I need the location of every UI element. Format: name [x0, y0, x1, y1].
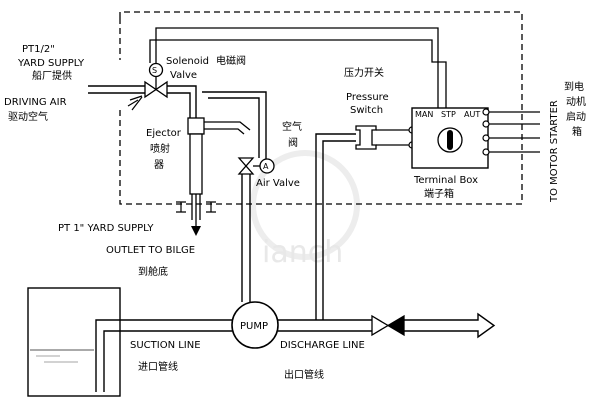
solenoid-symbol: S: [152, 66, 157, 75]
label-air-valve: Air Valve: [256, 178, 300, 189]
pump-air-line: [241, 173, 251, 302]
air-valve: A: [237, 157, 275, 175]
label-to-starter-cn-1: 到电: [564, 80, 584, 93]
label-suction-line: SUCTION LINE: [130, 340, 201, 351]
label-driving-air-cn: 驱动空气: [8, 110, 48, 123]
bilge-tank: [27, 287, 121, 397]
label-discharge-line: DISCHARGE LINE: [280, 340, 365, 351]
diagram-labels: PT1/2" YARD SUPPLY 船厂提供 DRIVING AIR 驱动空气…: [4, 44, 586, 381]
watermark: ianch: [250, 150, 360, 270]
label-outlet-bilge-cn: 到舱底: [138, 265, 168, 278]
label-to-starter-cn-4: 箱: [572, 125, 582, 138]
terminal-box: MAN STP AUT: [411, 107, 540, 169]
label-switch: Switch: [350, 105, 383, 116]
label-ejector-cn-2: 器: [154, 159, 164, 171]
label-ejector-cn-1: 喷射: [150, 143, 170, 155]
label-terminal-box-cn: 端子箱: [424, 187, 454, 200]
label-pt-half: PT1/2": [22, 44, 55, 55]
label-discharge-cn: 出口管线: [284, 368, 324, 381]
label-to-starter-cn-3: 启动: [566, 110, 586, 123]
label-air-cn-2: 阀: [288, 136, 298, 149]
check-valve: [371, 314, 405, 337]
label-outlet-bilge: OUTLET TO BILGE: [106, 245, 195, 256]
label-driving-air: DRIVING AIR: [4, 97, 67, 108]
label-to-starter-cn-2: 动机: [566, 95, 586, 108]
air-valve-symbol: A: [263, 162, 269, 171]
selector-aut: AUT: [464, 110, 480, 119]
label-to-motor-starter: TO MOTOR STARTER: [549, 100, 560, 203]
label-terminal-box: Terminal Box: [413, 175, 478, 186]
solenoid-wire: [149, 27, 447, 108]
label-pressure-cn: 压力开关: [344, 66, 384, 79]
selector-stp: STP: [441, 110, 456, 119]
pressure-switch: [355, 125, 416, 150]
label-valve: Valve: [170, 70, 197, 81]
label-pressure: Pressure: [346, 92, 389, 103]
label-solenoid-cn: 电磁阀: [216, 54, 246, 67]
suction-pipe: [95, 319, 232, 392]
driving-air-line: [88, 85, 267, 162]
label-pt-one-yard: PT 1" YARD SUPPLY: [58, 223, 154, 234]
label-suction-cn: 进口管线: [138, 360, 178, 373]
discharge-pipe: [278, 312, 496, 339]
label-solenoid: Solenoid: [166, 56, 209, 67]
label-yard-supply-cn: 船厂提供: [32, 69, 72, 82]
watermark-text: ianch: [262, 235, 343, 270]
label-air-cn-1: 空气: [282, 120, 302, 133]
selector-man: MAN: [415, 110, 433, 119]
pressure-sense-line: [315, 133, 356, 320]
solenoid-valve: S: [127, 62, 168, 111]
control-box-enclosure: [119, 11, 523, 205]
label-yard-supply: YARD SUPPLY: [17, 58, 85, 69]
ejector: [176, 117, 251, 236]
label-ejector: Ejector: [146, 128, 182, 139]
pump: PUMP: [231, 301, 279, 349]
pump-label: PUMP: [240, 321, 268, 332]
